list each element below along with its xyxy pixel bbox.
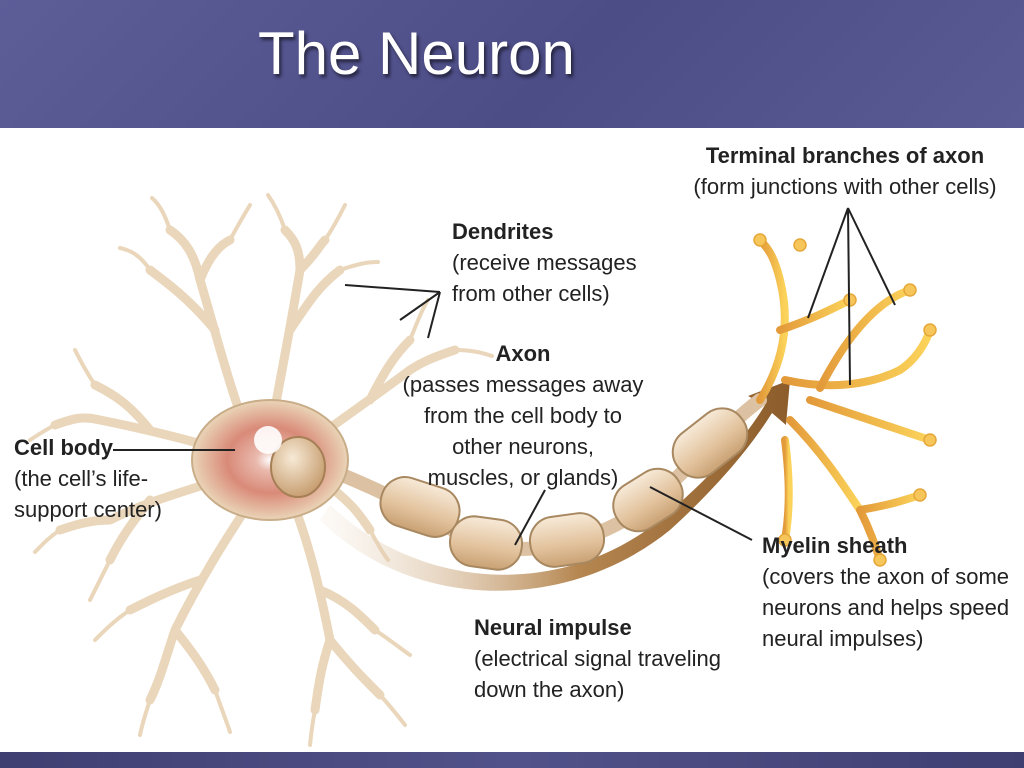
myelin-sheath-label: Myelin sheath (covers the axon of some n… — [762, 530, 1009, 654]
neural-impulse-title: Neural impulse — [474, 615, 632, 640]
dendrites-label: Dendrites (receive messages from other c… — [452, 216, 637, 309]
myelin-leader — [649, 486, 753, 541]
axon-desc-1: (passes messages away — [402, 372, 644, 397]
dendrites-desc-2: from other cells) — [452, 281, 610, 306]
footer-bar — [0, 752, 1024, 768]
cell-body-label: Cell body (the cell’s life- support cent… — [14, 432, 162, 525]
title-bar: The Neuron — [0, 0, 1024, 128]
cell-body-desc-2: support center) — [14, 497, 162, 522]
terminal-branches-desc: (form junctions with other cells) — [693, 174, 997, 199]
terminal-buttons — [753, 233, 937, 567]
myelin-sheath-desc-1: (covers the axon of some — [762, 564, 1010, 589]
myelin-sheath — [379, 407, 749, 571]
terminal-branches-label: Terminal branches of axon (form junction… — [680, 140, 1010, 202]
neural-impulse-desc-1: (electrical signal traveling — [474, 646, 721, 671]
cell-body — [191, 399, 349, 521]
nucleus — [270, 436, 326, 498]
dendrite-tree — [28, 193, 494, 747]
axon-terminals — [756, 236, 934, 564]
dendrites-title: Dendrites — [452, 219, 554, 244]
cell-body-title: Cell body — [14, 435, 114, 460]
leader-lines — [113, 207, 896, 546]
dendrites-desc-1: (receive messages — [452, 250, 637, 275]
axon-desc-3: other neurons, — [452, 434, 594, 459]
neural-impulse-desc-2: down the axon) — [474, 677, 625, 702]
axon-label: Axon (passes messages away from the cell… — [398, 338, 648, 493]
axon-leader — [514, 489, 546, 546]
terminal-branches-title: Terminal branches of axon — [705, 143, 985, 168]
myelin-sheath-desc-3: neural impulses) — [762, 626, 924, 651]
neuron-diagram — [28, 193, 937, 747]
dendrites-leader — [344, 284, 441, 339]
axon-desc-2: from the cell body to — [423, 403, 623, 428]
neural-impulse-label: Neural impulse (electrical signal travel… — [474, 612, 721, 705]
axon-desc-4: muscles, or glands) — [427, 465, 619, 490]
axon-title: Axon — [495, 341, 551, 366]
cell-body-desc-1: (the cell’s life- — [14, 466, 149, 491]
slide-title: The Neuron — [258, 20, 575, 87]
terminal-leader — [807, 207, 896, 386]
myelin-sheath-desc-2: neurons and helps speed — [762, 595, 1010, 620]
myelin-sheath-title: Myelin sheath — [762, 533, 908, 558]
